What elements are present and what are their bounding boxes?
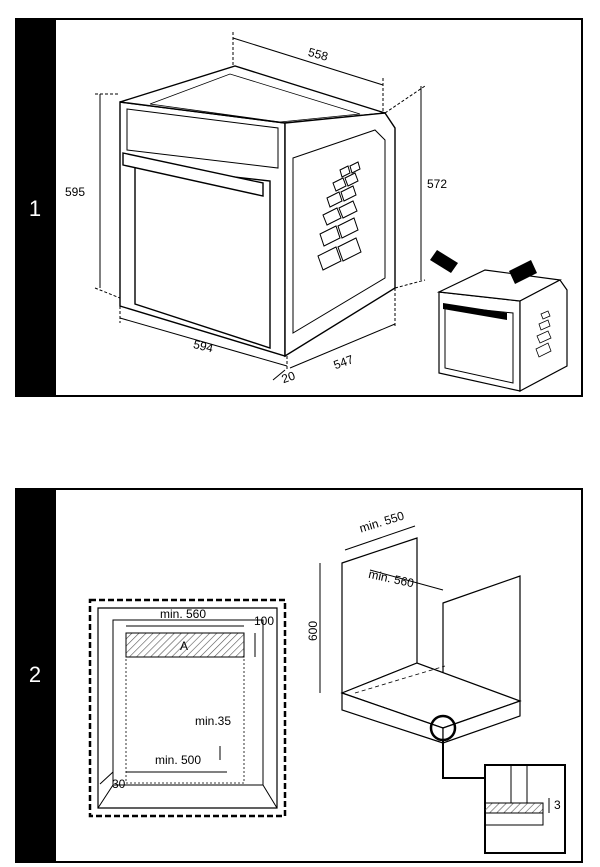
- panel-installation-dimensions: 2: [15, 488, 583, 863]
- dimension-side-height: 572: [427, 177, 448, 191]
- dimension-lines: [94, 32, 426, 381]
- oven-drawing: [54, 18, 583, 397]
- dimension-height: 595: [65, 185, 86, 199]
- panel-number-bar: [15, 488, 55, 863]
- panel-oven-dimensions: 1: [15, 18, 583, 397]
- area-label: A: [180, 639, 189, 653]
- dimension-bottom-width: min. 500: [155, 753, 202, 767]
- front-view-outline: [88, 598, 287, 818]
- oven-front: [119, 101, 286, 357]
- dimension-top-gap: 100: [254, 614, 275, 628]
- oven-side: [284, 112, 396, 358]
- dimension-front-width: min. 560: [160, 607, 207, 621]
- cabinet-drawing: [340, 537, 522, 744]
- panel-number: 1: [28, 196, 42, 221]
- dimension-cabinet-height: 600: [306, 620, 320, 641]
- installation-drawing: [54, 488, 583, 863]
- area-a-hatched: [125, 632, 245, 658]
- oven-handle: [122, 152, 264, 197]
- panel-number-bar: [15, 18, 55, 397]
- oven-small-illustration: [430, 250, 568, 392]
- dimension-vent-gap: min.35: [195, 714, 232, 728]
- dimension-bottom-offset: 30: [112, 777, 126, 791]
- front-dimension-lines: [99, 625, 256, 785]
- panel-number: 2: [28, 662, 42, 687]
- vent-slots: [317, 161, 362, 271]
- dimension-detail-gap: 3: [554, 798, 561, 812]
